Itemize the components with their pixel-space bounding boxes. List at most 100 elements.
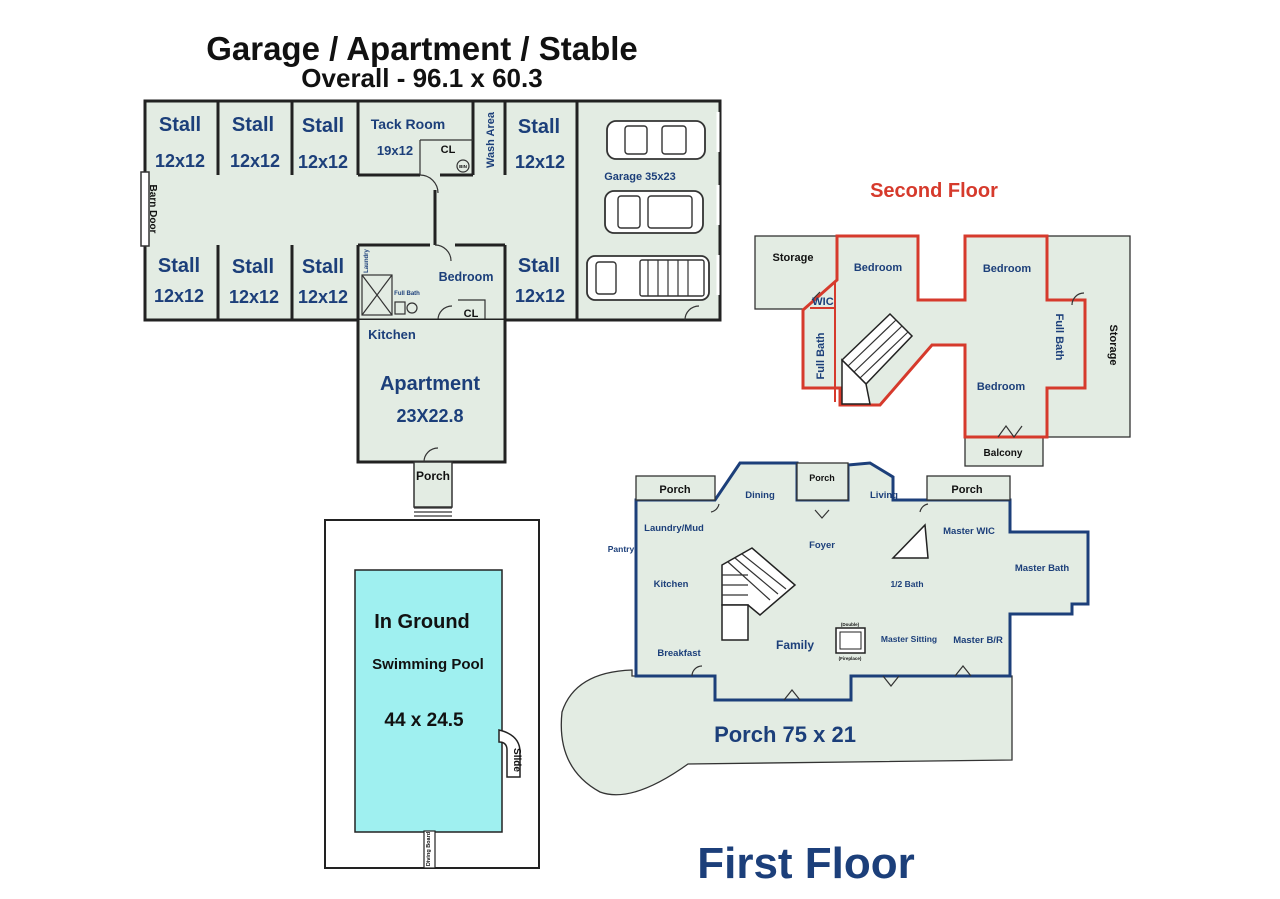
tack-room-label: Tack Room: [371, 116, 445, 132]
second-bedroom-3-label: Bedroom: [977, 381, 1026, 393]
sink-icon: [394, 301, 406, 315]
half-bath-label: 1/2 Bath: [890, 579, 923, 589]
laundry-mud-label: Laundry/Mud: [644, 523, 704, 534]
master-wic-label: Master WIC: [943, 526, 995, 537]
stable-building: BIN Barn Door Stall 12x12 Stall 12x12 St…: [140, 99, 722, 322]
porch-right: [926, 475, 1011, 501]
pool-label-line1: In Ground: [374, 611, 470, 633]
pool-area: Diving Board Slide In Ground Swimming Po…: [324, 519, 540, 869]
pantry-label: Pantry: [608, 544, 635, 554]
pool-slide: [498, 729, 521, 778]
bin-icon: [456, 159, 470, 173]
porch-steps: [414, 507, 452, 517]
car-suv-icon: [604, 190, 704, 234]
bedroom-door-swing: [434, 244, 452, 262]
apartment-size: 23X22.8: [396, 406, 463, 426]
stall-7-label: Stall: [302, 256, 344, 278]
breakfast-label: Breakfast: [657, 648, 701, 659]
second-floor-plan: Second Floor Storage Bedroom Bedroom WIC…: [754, 180, 1131, 467]
stall-2-size: 12x12: [230, 151, 280, 171]
slide-label: Slide: [511, 748, 522, 772]
pickup-truck-icon: [586, 255, 710, 301]
stall-7-size: 12x12: [298, 287, 348, 307]
car-sedan-icon: [606, 120, 706, 160]
balcony-label: Balcony: [984, 448, 1023, 459]
laundry-label: Laundry: [364, 249, 370, 273]
tack-room-size: 19x12: [377, 143, 413, 158]
apt-porch: [413, 461, 453, 508]
second-bedroom-2-label: Bedroom: [983, 263, 1032, 275]
second-bedroom-1-label: Bedroom: [854, 262, 903, 274]
stall-3-size: 12x12: [298, 152, 348, 172]
stall-6-size: 12x12: [229, 287, 279, 307]
stall-1-size: 12x12: [155, 151, 205, 171]
stall-6-label: Stall: [232, 256, 274, 278]
porch-left: [635, 475, 716, 501]
stall-4-size: 12x12: [515, 152, 565, 172]
apt-closet-label: CL: [464, 308, 479, 320]
pool-size: 44 x 24.5: [384, 710, 464, 731]
stall-1-label: Stall: [159, 114, 201, 136]
garage-label: Garage 35x23: [604, 171, 676, 183]
balcony-door: [997, 424, 1023, 439]
toilet-icon: [406, 302, 418, 314]
wash-area-label: Wash Area: [485, 111, 497, 168]
master-br-label: Master B/R: [953, 635, 1003, 646]
apartment-wing: Kitchen Apartment 23X22.8 Porch: [356, 318, 507, 517]
family-label: Family: [776, 638, 814, 652]
full-bath-left-label: Full Bath: [815, 332, 827, 379]
living-label: Living: [870, 490, 898, 501]
diving-board-label: Diving Board: [426, 832, 432, 866]
full-bath-right-label: Full Bath: [1053, 313, 1065, 360]
foyer-label: Foyer: [809, 540, 835, 551]
stall-4-label: Stall: [518, 116, 560, 138]
apt-kitchen-label: Kitchen: [368, 327, 416, 342]
barn-door: [140, 171, 150, 247]
first-floor-stairs-icon: [721, 547, 797, 641]
storage-right-label: Storage: [1107, 325, 1119, 366]
stall-5-size: 12x12: [154, 286, 204, 306]
pool-water: [354, 569, 503, 833]
storage-left-label: Storage: [773, 252, 814, 264]
stall-8-label: Stall: [518, 255, 560, 277]
porch-big-label: Porch 75 x 21: [714, 722, 856, 747]
porch-center: [796, 462, 849, 501]
fireplace-top-label: (Double): [841, 622, 860, 627]
second-floor-title: Second Floor: [870, 180, 998, 202]
tack-door-swing: [419, 174, 439, 194]
stall-2-label: Stall: [232, 114, 274, 136]
wic-label: WIC: [812, 296, 833, 308]
shower: [361, 274, 393, 316]
half-bath-fixture: [891, 523, 929, 559]
balcony: [964, 436, 1044, 467]
porch-center-label: Porch: [809, 473, 835, 483]
apt-full-bath-label: Full Bath: [394, 291, 420, 297]
svg-text:BIN: BIN: [459, 164, 467, 169]
barn-door-label: Barn Door: [147, 185, 158, 234]
kitchen-label: Kitchen: [654, 579, 689, 590]
second-floor-outline: [801, 234, 1087, 439]
second-floor-stairs-icon: [840, 312, 914, 405]
porch-right-label: Porch: [951, 484, 982, 496]
plan-title: Garage / Apartment / Stable: [206, 30, 638, 67]
tack-closet-label: CL: [441, 144, 456, 156]
master-bath-label: Master Bath: [1015, 563, 1070, 574]
pool-label-line2: Swimming Pool: [372, 656, 484, 673]
plan-subtitle: Overall - 96.1 x 60.3: [301, 63, 542, 93]
apt-porch-label: Porch: [416, 469, 450, 483]
apartment-label: Apartment: [380, 373, 480, 395]
stall-3-label: Stall: [302, 115, 344, 137]
apt-bedroom-label: Bedroom: [439, 270, 494, 284]
first-floor-title: First Floor: [697, 839, 915, 888]
first-floor-plan: Porch Dining Porch Living Porch Laundry/…: [560, 461, 1090, 888]
porch-75x21: [560, 669, 1013, 796]
stall-5-label: Stall: [158, 255, 200, 277]
master-sitting-label: Master Sitting: [881, 634, 937, 644]
porch-left-label: Porch: [659, 484, 690, 496]
garage-door-swing: [684, 305, 700, 321]
dining-label: Dining: [745, 490, 775, 501]
stall-8-size: 12x12: [515, 286, 565, 306]
first-floor-doors: [691, 665, 972, 701]
diving-board: [423, 830, 436, 869]
